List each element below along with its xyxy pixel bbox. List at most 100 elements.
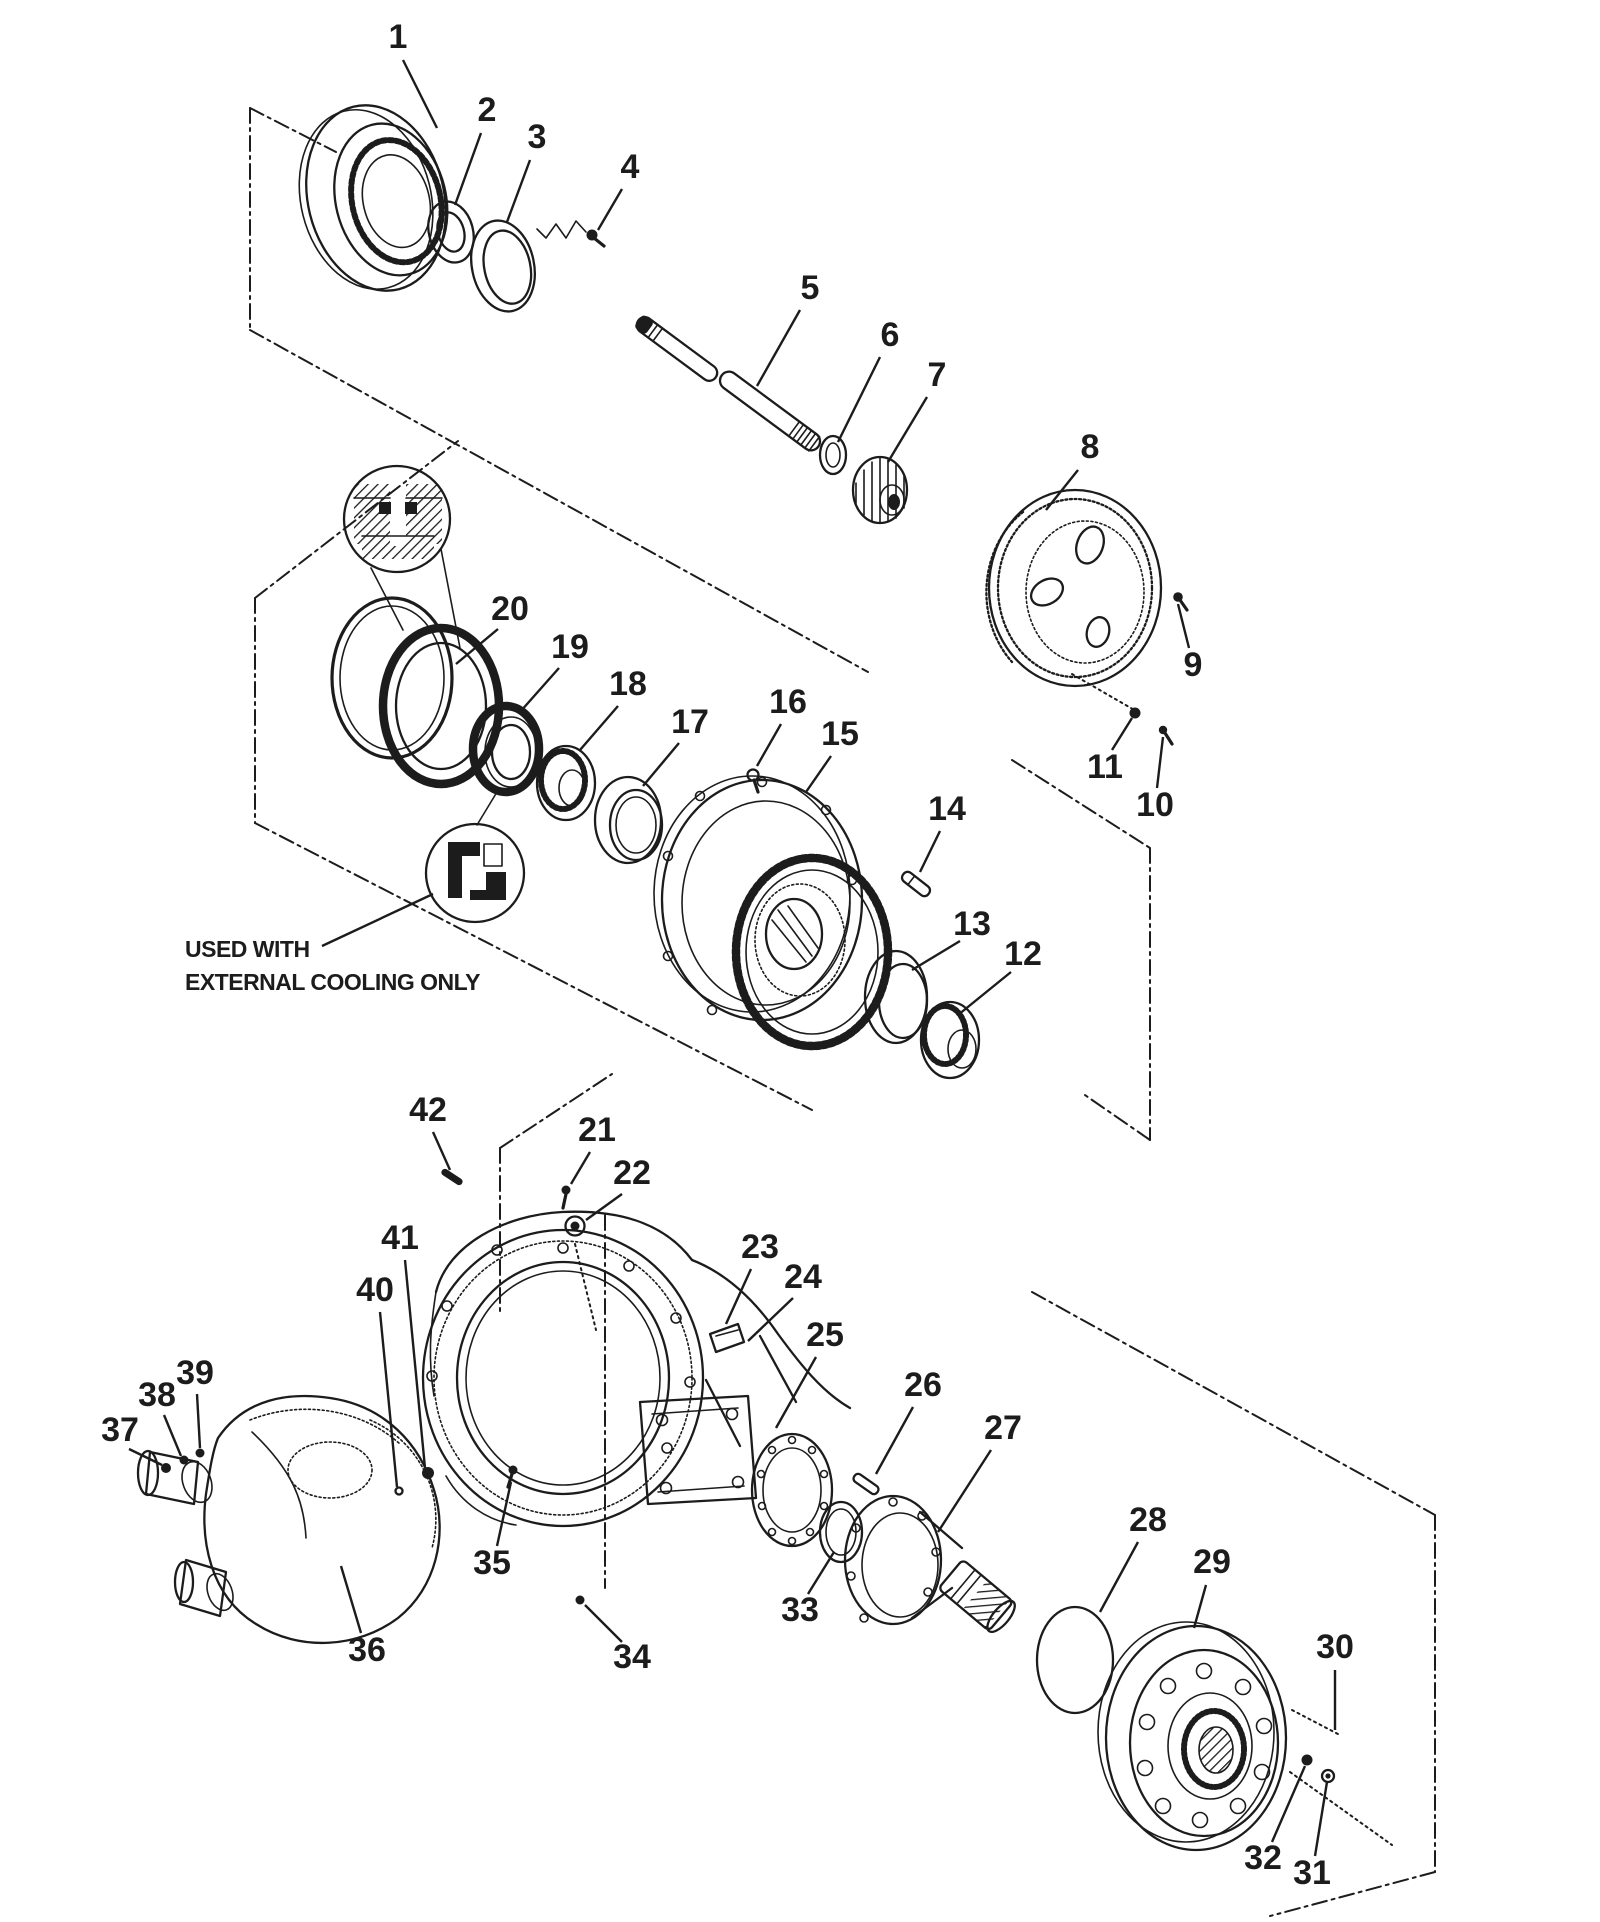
callout-label-24: 24 [784,1258,822,1296]
callout-leader-39 [195,1393,202,1449]
part-6-o-ring [818,434,848,476]
part-39-fastener [195,1448,205,1458]
part-41-stud [422,1467,434,1479]
callout-leader-11 [1110,717,1134,751]
part-10-screw [1158,725,1174,746]
callout-label-38: 38 [138,1376,176,1414]
callout-leader-27 [936,1449,993,1533]
callout-leader-4 [596,188,624,231]
callout-label-36: 36 [348,1631,386,1669]
callout-label-17: 17 [671,703,709,741]
callout-leader-10 [1155,736,1165,789]
callout-label-23: 23 [741,1228,779,1266]
part-42-dowel-pin [441,1168,463,1186]
part-2-seal-ring [427,200,475,264]
callout-leader-31 [1313,1781,1329,1857]
callout-leader-8 [1045,469,1079,511]
callout-label-12: 12 [1004,935,1042,973]
callout-label-15: 15 [821,715,859,753]
callout-label-22: 22 [613,1154,651,1192]
callout-leader-24 [747,1297,794,1342]
panel-break-lines [249,107,1436,1917]
callout-label-1: 1 [389,18,408,56]
callout-label-3: 3 [528,118,547,156]
callout-leader-21 [569,1151,592,1185]
callout-label-42: 42 [409,1091,447,1129]
callout-label-2: 2 [478,91,497,129]
callout-label-5: 5 [801,269,820,307]
callout-label-35: 35 [473,1544,511,1582]
part-19-seal [468,701,544,797]
part-11-plug [1129,707,1141,719]
callout-leader-12 [957,971,1012,1016]
part-36-differential [136,1394,441,1645]
part-28-o-ring [1035,1605,1115,1715]
part-12-bearing-cone [919,1000,981,1080]
callout-leader-23 [724,1268,753,1325]
inset-detail-lower [424,791,526,924]
callout-label-40: 40 [356,1271,394,1309]
callout-label-28: 28 [1129,1501,1167,1539]
part-34-bolt [575,1595,585,1605]
callout-leader-41 [403,1259,427,1469]
callout-leader-36 [339,1565,363,1634]
callout-leader-32 [1270,1765,1307,1843]
callout-label-21: 21 [578,1111,616,1149]
callout-leader-5 [755,309,802,387]
callout-label-10: 10 [1136,786,1174,824]
part-9-screw [1173,592,1189,612]
part-27-spindle [843,1494,1016,1634]
callout-label-37: 37 [101,1411,139,1449]
callout-label-13: 13 [953,905,991,943]
callout-label-29: 29 [1193,1543,1231,1581]
callout-leader-28 [1098,1541,1140,1613]
callout-leader-9 [1176,603,1191,649]
callout-label-31: 31 [1293,1854,1331,1892]
callout-leader-20 [455,628,499,665]
callout-leader-18 [579,705,619,751]
callout-layer: 1234567891011121314151617181920212223242… [101,18,1354,1892]
callout-label-27: 27 [984,1409,1022,1447]
callout-leader-25 [774,1356,818,1429]
part-35-bolt [506,1465,518,1489]
part-38-fastener [179,1455,189,1465]
callout-leader-17 [642,742,680,787]
note-line-2: EXTERNAL COOLING ONLY [185,969,480,995]
part-7-sun-pinion [851,455,909,525]
callout-leader-7 [886,396,929,463]
callout-label-16: 16 [769,683,807,721]
callout-label-9: 9 [1184,646,1203,684]
callout-leader-40 [378,1311,399,1488]
part-4-screw [536,220,606,248]
callout-label-8: 8 [1081,428,1100,466]
callout-leader-34 [584,1604,623,1643]
callout-label-26: 26 [904,1366,942,1404]
callout-leader-42 [431,1131,452,1171]
callout-label-20: 20 [491,590,529,628]
callout-label-6: 6 [881,316,900,354]
callout-leader-6 [836,356,882,443]
part-3-retainer-ring [470,219,536,313]
callout-leader-26 [874,1406,915,1475]
part-37-fastener [161,1463,171,1473]
callout-label-34: 34 [613,1638,651,1676]
part-31-nut [1320,1768,1336,1784]
callout-leader-19 [519,667,560,713]
callout-leader-38 [162,1414,183,1457]
callout-leader-2 [453,132,483,206]
part-20-ring [330,596,504,789]
callout-label-7: 7 [928,356,947,394]
callout-leader-29 [1192,1584,1208,1629]
callout-label-19: 19 [551,628,589,666]
callout-label-39: 39 [176,1354,214,1392]
callout-label-33: 33 [781,1591,819,1629]
callout-label-11: 11 [1087,748,1123,786]
part-29-hub-drum [1097,1621,1288,1852]
part-22-plug [564,1215,586,1237]
callout-label-30: 30 [1316,1628,1354,1666]
callout-leader-15 [805,755,832,793]
part-26-pin [852,1472,880,1496]
note-line-1: USED WITH [185,936,310,962]
